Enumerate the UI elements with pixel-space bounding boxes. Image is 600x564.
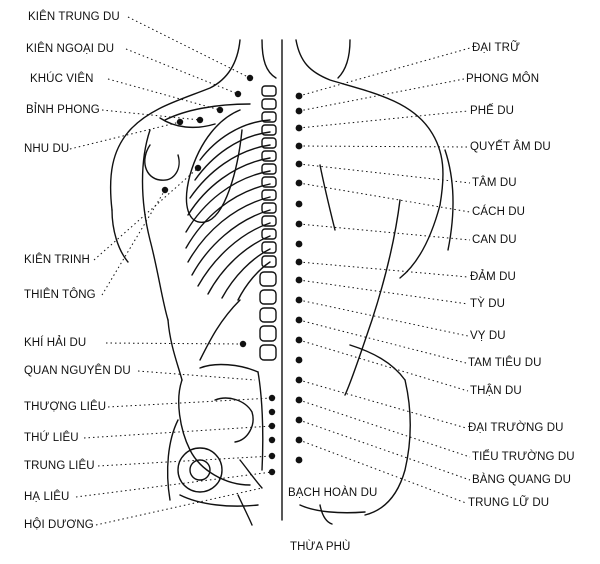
ribs [185, 119, 271, 301]
label-ty-du: TỲ DU [470, 298, 505, 310]
label-tieu-truong-du: TIỂU TRƯỜNG DU [472, 451, 575, 463]
right-shoulder-outline [295, 39, 444, 206]
label-trung-lieu: TRUNG LIÊU [24, 460, 95, 472]
label-phong-mon: PHONG MÔN [466, 73, 540, 85]
label-kien-ngoai-du: KIÊN NGOẠI DU [26, 43, 115, 55]
label-bach-hoan-du: BẠCH HOÀN DU [288, 487, 378, 499]
label-khuc-vien: KHÚC VIÊN [30, 73, 94, 85]
left-shoulder-outline [109, 39, 241, 211]
label-phe-du: PHẾ DU [470, 105, 515, 117]
label-khi-hai-du: KHÍ HẢI DU [24, 337, 87, 349]
right-acupoints [295, 92, 303, 464]
label-quyet-am-du: QUYẾT ÂM DU [470, 141, 551, 153]
label-bang-quang-du: BÀNG QUANG DU [472, 474, 572, 486]
label-than-du: THẬN DU [470, 385, 522, 397]
pelvis [166, 363, 264, 526]
label-tam-du: TÂM DU [472, 177, 517, 189]
label-dai-truong-du: ĐẠI TRƯỜNG DU [468, 422, 564, 434]
label-tam-tieu-du: TAM TIÊU DU [468, 357, 542, 369]
label-hoi-duong: HỘI DƯƠNG [24, 519, 94, 531]
label-kien-trinh: KIÊN TRINH [24, 254, 90, 266]
label-cach-du: CÁCH DU [472, 206, 526, 218]
label-dai-tru: ĐẠI TRỮ [472, 42, 521, 54]
label-kien-trung-du: KIÊN TRUNG DU [28, 11, 120, 23]
label-nhu-du: NHU DU [24, 143, 70, 155]
label-can-du: CAN DU [472, 234, 517, 246]
label-thua-phu: THỪA PHÙ [290, 541, 351, 553]
right-leaders [298, 47, 471, 504]
label-ha-lieu: HẠ LIÊU [24, 491, 70, 503]
label-thu-lieu: THỨ LIÊU [24, 432, 79, 444]
label-quan-nguyen-du: QUAN NGUYÊN DU [24, 365, 131, 377]
label-vy-du: VỴ DU [470, 330, 506, 342]
label-thuong-lieu: THƯỢNG LIÊU [24, 401, 107, 413]
label-thien-tong: THIÊN TÔNG [24, 289, 96, 301]
label-binh-phong: BỈNH PHONG [26, 104, 100, 116]
spine [259, 85, 277, 361]
label-trung-lu-du: TRUNG LỮ DU [468, 497, 550, 509]
label-dam-du: ĐẢM DU [470, 271, 516, 283]
left-leaders [69, 16, 273, 526]
left-acupoints [161, 74, 276, 476]
